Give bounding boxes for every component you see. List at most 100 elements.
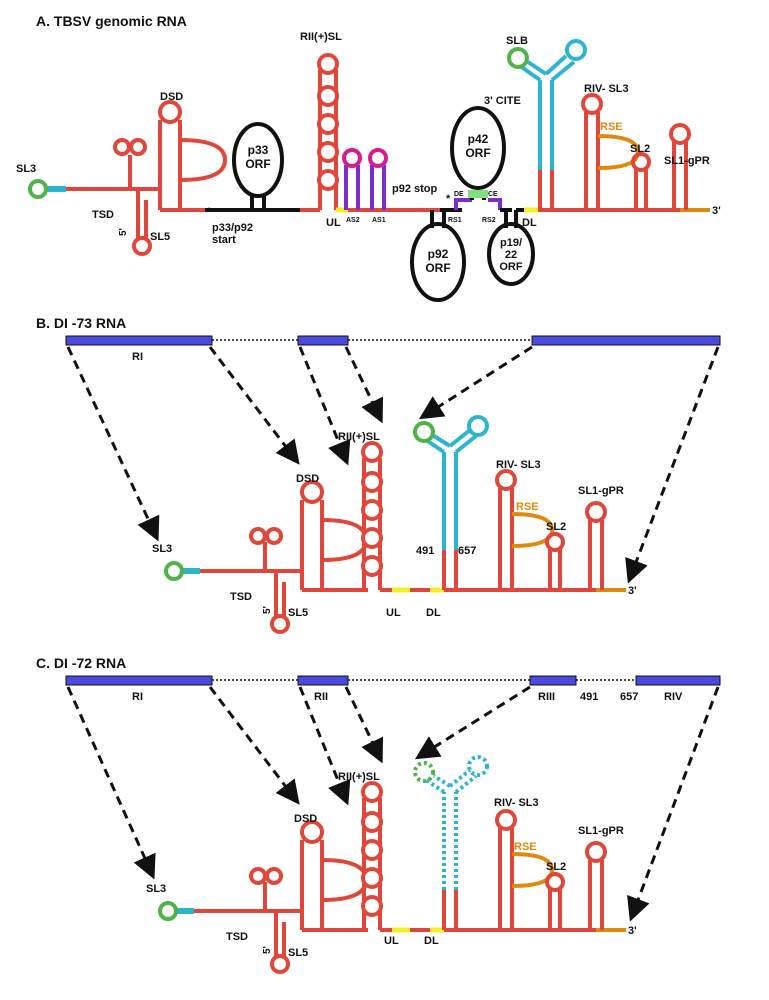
panel-a: A. TBSV genomic RNA SL3 TSD 5' SL5 DSD p… [16, 13, 721, 302]
label-rii-sl: RII(+)SL [300, 31, 342, 43]
label-as1: AS1 [372, 217, 386, 224]
label-p33-p92: p33/p92 [212, 222, 253, 234]
label-p42-orf-1: p42 [468, 132, 489, 146]
label-p33-orf-2: ORF [245, 157, 270, 171]
label-b-657: 657 [458, 545, 476, 557]
label-b-sl1-gpr: SL1-gPR [578, 485, 624, 497]
panel-a-title: A. TBSV genomic RNA [36, 13, 187, 29]
label-start: start [212, 234, 236, 246]
p33-orf-loop [232, 122, 284, 198]
label-sl5: SL5 [150, 231, 170, 243]
label-sl3: SL3 [16, 163, 36, 175]
label-p19-3: ORF [499, 261, 523, 273]
tsd-loop-1 [113, 138, 131, 156]
label-c-five-prime: 5' [262, 946, 273, 954]
p92-orf-loop [410, 222, 466, 302]
label-c-dl: DL [424, 935, 439, 947]
bar-riii-riv [531, 335, 721, 346]
label-b-five-prime: 5' [262, 606, 273, 614]
label-c-tsd: TSD [226, 931, 248, 943]
label-c-657: 657 [620, 691, 638, 703]
deleted-cite [424, 755, 489, 890]
sl2-loop [631, 152, 651, 172]
label-c-sl3: SL3 [146, 883, 166, 895]
label-c-ul: UL [384, 935, 399, 947]
label-b-sl5: SL5 [288, 607, 308, 619]
as1-loop [368, 148, 388, 168]
label-p92-orf-1: p92 [428, 247, 449, 261]
label-b-491: 491 [416, 545, 434, 557]
panel-a-five-prime-domain [28, 100, 228, 256]
label-b-three-prime: 3' [628, 585, 637, 597]
label-ri: RI [132, 351, 143, 363]
label-riv-sl3: RIV- SL3 [584, 83, 629, 95]
label-de: DE [454, 191, 464, 198]
sl1-loop [669, 123, 691, 145]
sl3-loop [28, 179, 48, 199]
riv-sl3-loop [581, 93, 603, 115]
label-p33-orf-1: p33 [248, 143, 269, 157]
panel-c: C. DI -72 RNA RI RII RIII 491 657 RIV [36, 655, 721, 974]
panel-a-cite [507, 39, 587, 210]
bar-c-riv [635, 675, 721, 686]
label-c-ri: RI [132, 691, 143, 703]
label-ul: UL [326, 217, 341, 229]
label-c-sl1-gpr: SL1-gPR [578, 825, 624, 837]
as2-loop [342, 148, 362, 168]
bar-c-riii [529, 675, 577, 686]
label-p92-orf-2: ORF [425, 261, 450, 275]
label-c-rii: RII [314, 691, 328, 703]
bar-ri [65, 335, 213, 346]
label-b-tsd: TSD [230, 591, 252, 603]
label-as2: AS2 [346, 217, 360, 224]
label-c-riv-sl3: RIV- SL3 [494, 797, 539, 809]
tsd-loop-2 [129, 138, 147, 156]
label-three-prime: 3' [712, 205, 721, 217]
label-dl: DL [522, 217, 537, 229]
p42-orf-loop [450, 106, 506, 190]
label-ce: CE [488, 191, 498, 198]
label-c-rse: RSE [514, 841, 537, 853]
label-b-sl2: SL2 [546, 521, 566, 533]
label-c-sl2: SL2 [546, 861, 566, 873]
label-c-dsd: DSD [294, 813, 317, 825]
label-p42-orf-2: ORF [465, 146, 490, 160]
label-b-dl: DL [426, 607, 441, 619]
label-sl2: SL2 [630, 143, 650, 155]
bar-c-rii [297, 675, 349, 686]
label-c-rii-sl: RII(+)SL [338, 771, 380, 783]
p19-orf-loop [487, 222, 535, 286]
label-rse: RSE [600, 121, 623, 133]
p92-stop-star: * [446, 193, 451, 205]
label-tsd: TSD [92, 209, 114, 221]
label-dsd: DSD [160, 91, 183, 103]
label-c-riii: RIII [538, 691, 555, 703]
label-c-sl5: SL5 [288, 947, 308, 959]
panel-c-title: C. DI -72 RNA [36, 655, 126, 671]
sl5-loop [132, 236, 152, 256]
panel-a-rii-sl [300, 53, 339, 212]
label-b-rse: RSE [516, 501, 539, 513]
panel-b-title: B. DI -73 RNA [36, 315, 126, 331]
label-b-dsd: DSD [296, 473, 319, 485]
label-c-riv: RIV [664, 691, 683, 703]
label-b-riv-sl3: RIV- SL3 [496, 459, 541, 471]
panel-b: B. DI -73 RNA RI SL3 TSD 5' [36, 315, 721, 634]
label-cite: 3' CITE [484, 95, 521, 107]
label-rs1: RS1 [448, 217, 462, 224]
label-sl1-gpr: SL1-gPR [664, 155, 710, 167]
label-rs2: RS2 [482, 217, 496, 224]
label-five-prime: 5' [118, 228, 129, 236]
bar-rii [297, 335, 349, 346]
label-p92-stop: p92 stop [392, 183, 438, 195]
dsd-loop [158, 100, 182, 124]
label-b-rii-sl: RII(+)SL [338, 431, 380, 443]
bar-c-ri [65, 675, 213, 686]
label-b-ul: UL [386, 607, 401, 619]
label-c-three-prime: 3' [628, 925, 637, 937]
label-p19-2: 22 [505, 249, 517, 261]
label-p19-1: p19/ [500, 237, 522, 249]
label-c-491: 491 [580, 691, 598, 703]
label-b-sl3: SL3 [152, 543, 172, 555]
